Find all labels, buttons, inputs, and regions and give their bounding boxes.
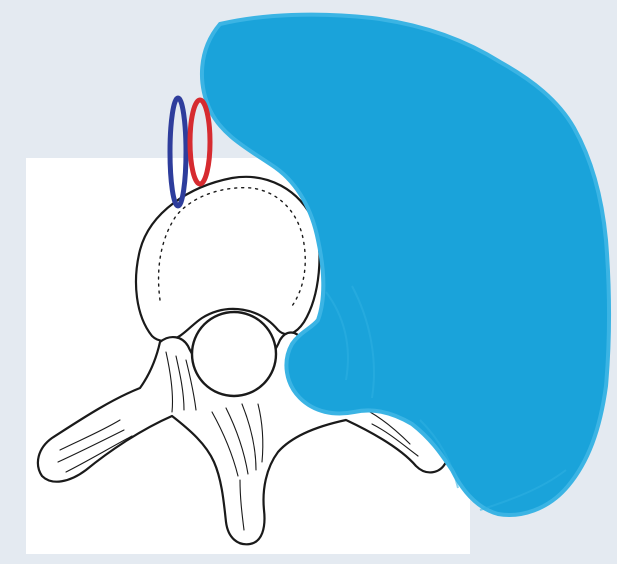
spinal-canal (192, 312, 276, 396)
